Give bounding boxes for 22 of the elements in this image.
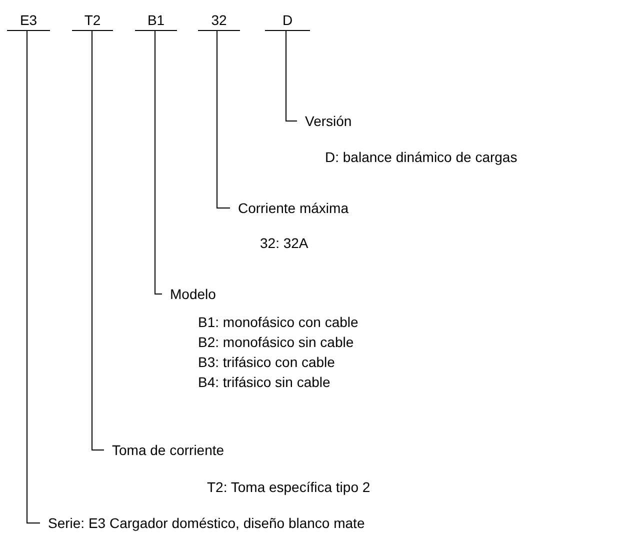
code-segment: D bbox=[265, 11, 310, 31]
field-heading: Serie: E3 Cargador doméstico, diseño blanco mate bbox=[48, 515, 365, 531]
field-heading: Toma de corriente bbox=[112, 442, 224, 458]
field-heading: Corriente máxima bbox=[238, 200, 348, 216]
field-heading: Versión bbox=[305, 113, 352, 129]
code-segment: 32 bbox=[198, 11, 240, 31]
option-description: D: balance dinámico de cargas bbox=[325, 149, 518, 165]
field-heading: Modelo bbox=[170, 286, 216, 302]
leader-line bbox=[286, 30, 298, 122]
code-segment: T2 bbox=[72, 11, 113, 31]
leader-line bbox=[26, 30, 40, 524]
leader-line bbox=[92, 30, 104, 450]
code-segment: B1 bbox=[135, 11, 177, 31]
leader-line bbox=[216, 30, 230, 208]
code-segment: E3 bbox=[7, 11, 50, 31]
option-description: B2: monofásico sin cable bbox=[198, 334, 354, 350]
option-description: 32: 32A bbox=[260, 235, 308, 251]
option-description: B4: trifásico sin cable bbox=[198, 374, 330, 390]
option-description: T2: Toma específica tipo 2 bbox=[207, 479, 370, 495]
option-description: B1: monofásico con cable bbox=[198, 314, 358, 330]
leader-line bbox=[154, 30, 162, 294]
option-description: B3: trifásico con cable bbox=[198, 354, 335, 370]
